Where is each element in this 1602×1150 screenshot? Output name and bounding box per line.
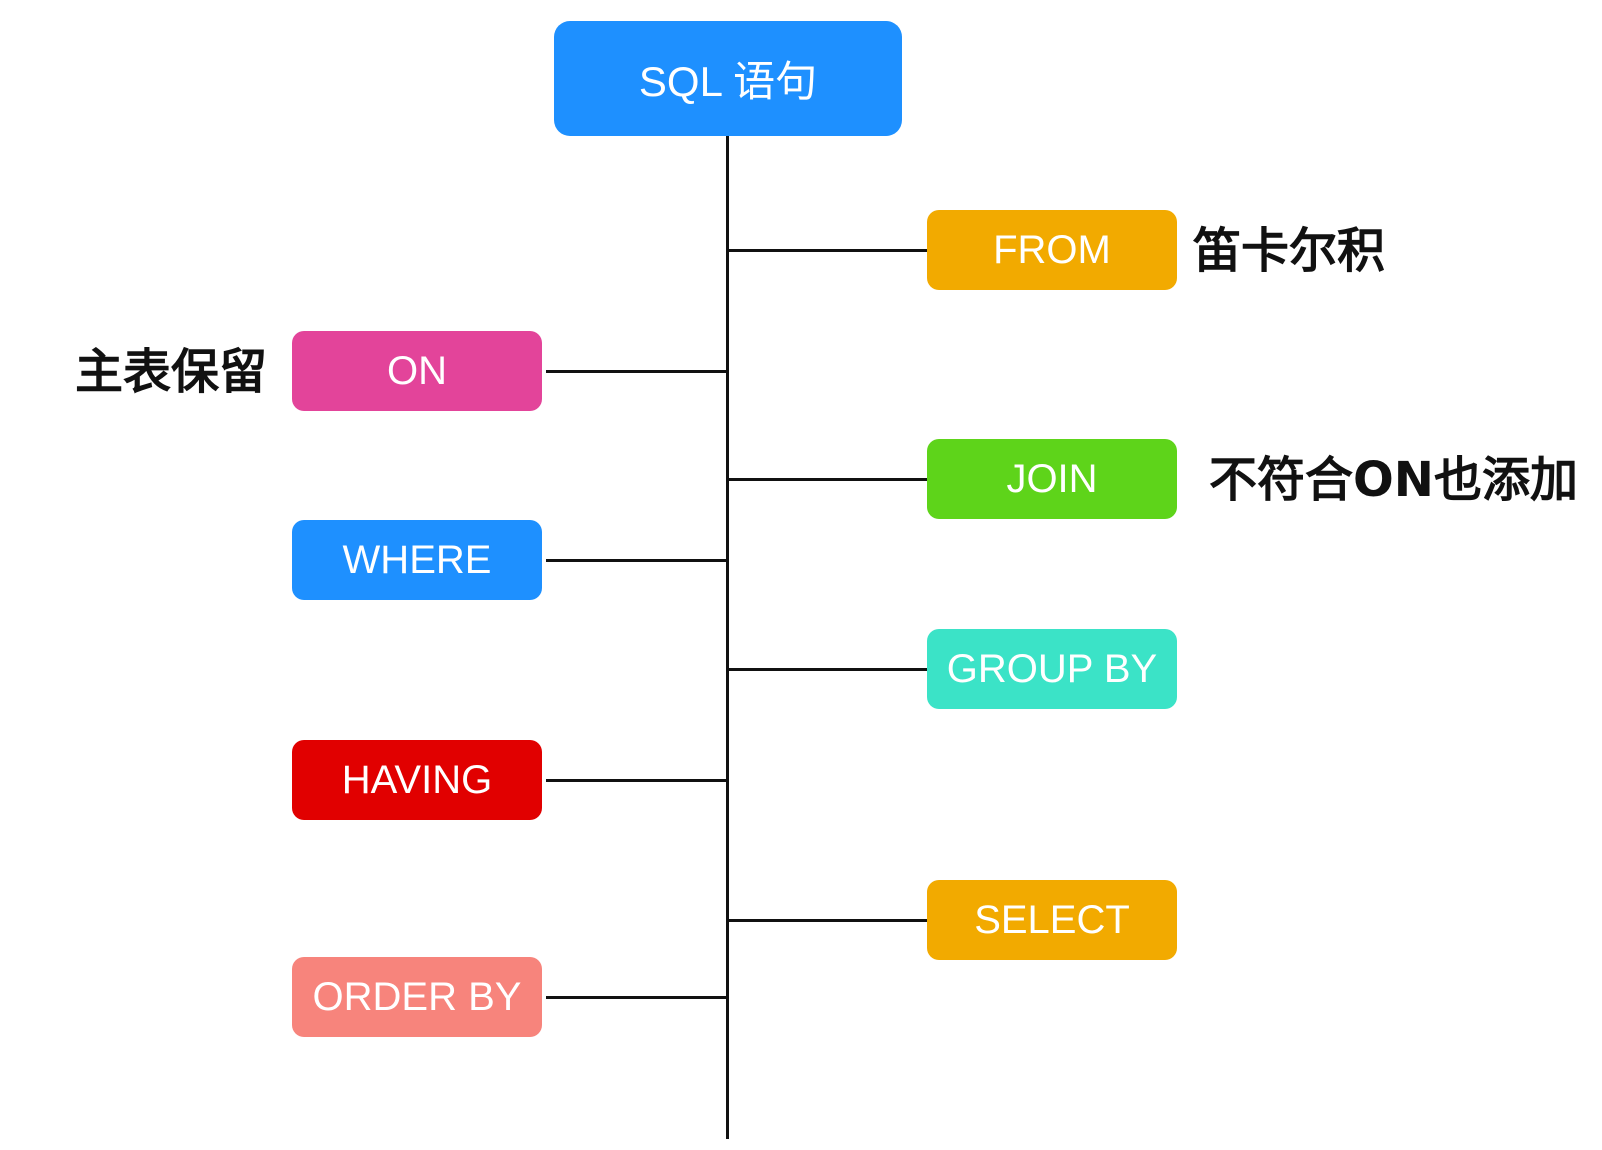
- step-node-group-by: GROUP BY: [927, 629, 1177, 709]
- step-node-having: HAVING: [292, 740, 542, 820]
- step-node-join: JOIN: [927, 439, 1177, 519]
- connector-where: [546, 559, 727, 562]
- spine-line: [726, 136, 729, 1139]
- connector-select: [729, 919, 927, 922]
- connector-order-by: [546, 996, 727, 999]
- connector-join: [729, 478, 927, 481]
- connector-from: [729, 249, 927, 252]
- connector-on: [546, 370, 727, 373]
- step-node-where: WHERE: [292, 520, 542, 600]
- step-node-from: FROM: [927, 210, 1177, 290]
- step-node-on: ON: [292, 331, 542, 411]
- root-node-sql-statement: SQL 语句: [554, 21, 902, 136]
- note-main-table-retained: 主表保留: [75, 344, 268, 400]
- step-node-select: SELECT: [927, 880, 1177, 960]
- connector-group-by: [729, 668, 927, 671]
- note-cartesian-product: 笛卡尔积: [1193, 223, 1386, 279]
- note-join-adds-unmatched: 不符合ON也添加: [1209, 452, 1578, 508]
- connector-having: [546, 779, 727, 782]
- step-node-order-by: ORDER BY: [292, 957, 542, 1037]
